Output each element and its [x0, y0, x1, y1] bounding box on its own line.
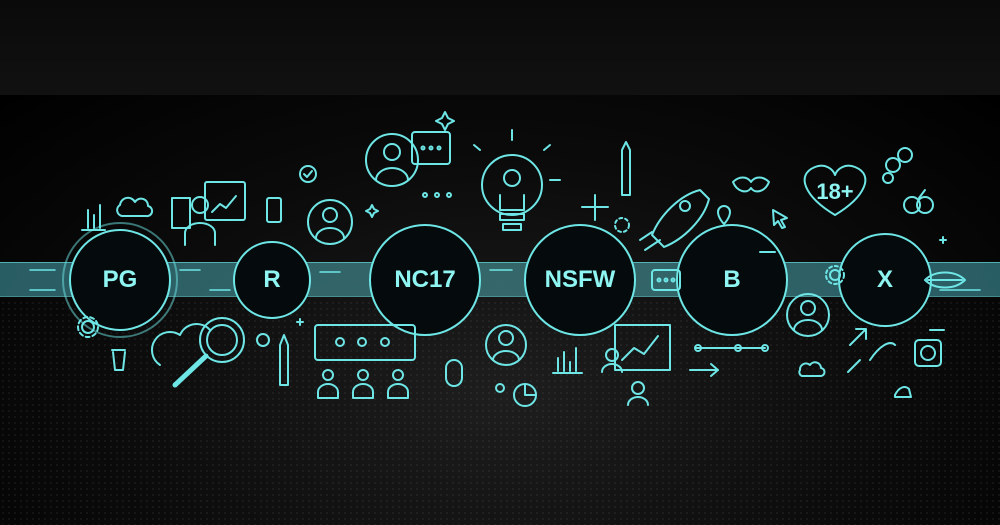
location-pin-icon — [717, 205, 731, 225]
small-circle-icon — [495, 383, 505, 393]
sparkle-icon — [435, 111, 455, 131]
plus-circle-icon — [256, 333, 270, 347]
gear-icon-2 — [825, 265, 845, 285]
top-dark-strip — [0, 0, 1000, 95]
profile-circle-icon — [307, 199, 353, 245]
lightbulb-person-icon — [473, 129, 551, 231]
audience-icon — [317, 369, 409, 399]
handcuffs-icon — [882, 147, 913, 184]
circle-pg — [69, 229, 171, 331]
ellipsis-icon — [422, 192, 452, 198]
circle-pg-outer-ring — [62, 222, 178, 338]
cloud-icon — [116, 196, 154, 218]
whip-icon — [849, 328, 867, 346]
pencil-icon — [279, 334, 289, 386]
lips-icon — [924, 271, 966, 289]
rating-label-nsfw: NSFW — [544, 266, 616, 293]
profile-circle-icon-2 — [485, 324, 527, 366]
heart-badge-icon — [803, 164, 867, 216]
band-top-line — [0, 262, 1000, 263]
woman-profile-icon — [786, 293, 830, 337]
pencil-icon-2 — [621, 141, 631, 196]
person-chat-icon — [365, 131, 451, 187]
background — [0, 95, 1000, 525]
magnifier-icon — [172, 317, 245, 388]
presenter-board-icon — [171, 181, 246, 246]
mask-icon — [732, 176, 770, 193]
pie-chart-icon — [513, 383, 537, 407]
cloud-icon-2 — [798, 361, 826, 377]
rating-label-x: X — [876, 266, 893, 293]
bar-chart-icon — [81, 204, 106, 231]
move-arrows-icon — [581, 194, 609, 221]
whip-strand — [869, 342, 896, 361]
rating-label-b: B — [723, 266, 741, 293]
band-dashes — [29, 269, 981, 291]
loading-ring-icon — [614, 217, 630, 233]
age-badge-label: 18+ — [816, 179, 854, 204]
chat-box-icon — [651, 269, 681, 291]
circle-nc17 — [369, 224, 481, 336]
rating-circles — [62, 222, 932, 338]
rating-label-pg: PG — [102, 266, 138, 293]
gender-icon — [903, 189, 934, 214]
check-circle-icon — [299, 165, 317, 183]
band-bottom-line — [0, 296, 1000, 297]
rating-label-nc17: NC17 — [394, 266, 456, 293]
speech-bubble-icon — [314, 324, 416, 361]
heel-shoe-icon — [894, 386, 912, 398]
small-star-icon — [365, 204, 379, 218]
condom-pack-icon — [914, 339, 942, 367]
cloud-search-icon — [151, 323, 211, 366]
mouse-icon — [445, 359, 463, 387]
cursor-icon — [772, 209, 788, 229]
rocket-icon — [639, 189, 710, 251]
circle-r — [233, 241, 311, 319]
bar-chart-icon-2 — [552, 347, 583, 374]
gear-icon — [77, 316, 99, 338]
phone-icon — [266, 197, 282, 223]
rating-label-r: R — [263, 266, 281, 293]
timeline-slider-icon — [694, 344, 769, 352]
team-analytics-icon — [601, 324, 671, 406]
bottle-icon — [847, 359, 861, 373]
circle-nsfw — [524, 224, 636, 336]
cup-body — [112, 351, 126, 371]
